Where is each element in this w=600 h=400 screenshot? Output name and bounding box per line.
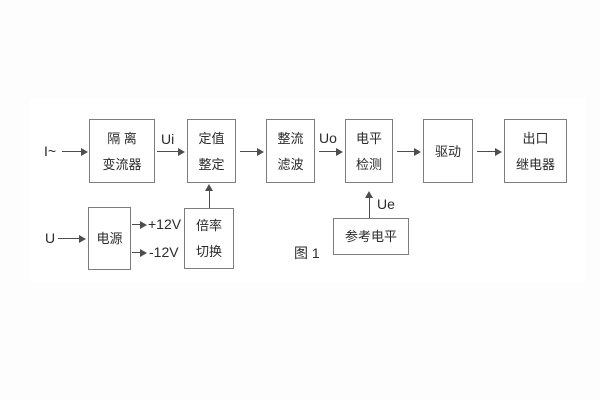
block-drive-label: 驱动 bbox=[434, 143, 461, 159]
block-isolation-line1: 隔 离 bbox=[107, 130, 137, 146]
arrow-up-reference-ue-icon bbox=[365, 191, 373, 218]
block-relay-line1: 出口 bbox=[522, 130, 549, 146]
block-ratio-line2: 切换 bbox=[195, 244, 222, 259]
block-rectifier-line1: 整流 bbox=[277, 130, 304, 146]
arrow-right-rectifier-to-level-icon bbox=[319, 147, 343, 156]
block-ratio-switch: 倍率 切换 bbox=[184, 208, 234, 269]
block-relay-line2: 继电器 bbox=[515, 156, 555, 172]
arrow-right-input-current-icon bbox=[62, 147, 88, 156]
label-input-current: I~ bbox=[44, 143, 57, 159]
label-ue: Ue bbox=[377, 196, 395, 212]
label-uo: Uo bbox=[319, 130, 337, 146]
arrow-right-level-to-drive-icon bbox=[397, 147, 421, 156]
arrow-right-setting-to-rectifier-icon bbox=[240, 147, 264, 156]
block-reference-label: 参考电平 bbox=[344, 229, 397, 244]
block-isolation-line2: 变流器 bbox=[102, 156, 142, 172]
block-setting-adjust: 定值 整定 bbox=[187, 119, 236, 183]
block-level-detection: 电平 检测 bbox=[345, 119, 393, 183]
block-level-line1: 电平 bbox=[355, 130, 382, 146]
label-minus-12v: -12V bbox=[149, 244, 179, 260]
arrow-right-drive-to-relay-icon bbox=[477, 147, 502, 156]
block-isolation-transformer: 隔 离 变流器 bbox=[89, 119, 155, 183]
block-power-supply: 电源 bbox=[88, 207, 131, 270]
block-rectifier-line2: 滤波 bbox=[277, 156, 304, 172]
figure-caption: 图 1 bbox=[294, 245, 320, 261]
arrow-right-plus-12v-icon bbox=[132, 220, 147, 229]
label-input-voltage: U bbox=[45, 230, 56, 246]
label-plus-12v: +12V bbox=[148, 216, 182, 232]
block-drive: 驱动 bbox=[423, 119, 473, 183]
block-rectifier-filter: 整流 滤波 bbox=[266, 119, 315, 183]
block-setting-line2: 整定 bbox=[198, 156, 225, 172]
block-reference-level: 参考电平 bbox=[333, 218, 409, 255]
arrow-right-minus-12v-icon bbox=[132, 248, 147, 257]
block-power-label: 电源 bbox=[96, 231, 123, 246]
block-ratio-line1: 倍率 bbox=[195, 218, 222, 233]
arrow-right-isolation-to-setting-icon bbox=[157, 147, 185, 156]
block-setting-line1: 定值 bbox=[198, 130, 225, 146]
arrow-up-ratio-to-setting-icon bbox=[205, 184, 213, 208]
label-ui: Ui bbox=[161, 131, 175, 147]
arrow-right-input-voltage-icon bbox=[58, 234, 86, 243]
block-level-line2: 检测 bbox=[355, 156, 382, 172]
block-output-relay: 出口 继电器 bbox=[504, 119, 567, 183]
